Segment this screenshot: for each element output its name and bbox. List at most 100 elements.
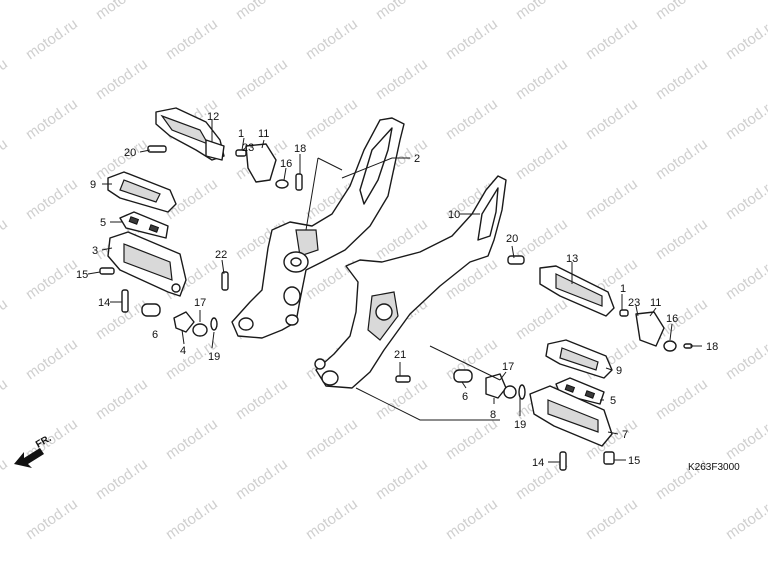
- watermark-text: motod.ru: [303, 495, 361, 543]
- watermark-text: motod.ru: [513, 0, 571, 23]
- callout-16: 16: [280, 158, 292, 170]
- callout-13: 13: [566, 253, 578, 265]
- watermark-text: motod.ru: [723, 495, 768, 543]
- callout-1: 1: [238, 128, 244, 140]
- callout-8: 8: [490, 409, 496, 421]
- watermark-text: motod.ru: [0, 135, 11, 183]
- callout-11: 11: [258, 128, 269, 140]
- watermark-text: motod.ru: [583, 95, 641, 143]
- right-hardware: [395, 369, 615, 471]
- callout-2: 2: [414, 153, 420, 165]
- left-hardware: [99, 143, 303, 337]
- callout-12: 12: [207, 111, 219, 123]
- watermark-text: motod.ru: [0, 455, 11, 503]
- watermark-text: motod.ru: [0, 375, 11, 423]
- watermark-text: motod.ru: [723, 15, 768, 63]
- callout-23: 23: [628, 297, 640, 309]
- watermark-text: motod.ru: [653, 375, 711, 423]
- watermark-text: motod.ru: [583, 15, 641, 63]
- callout-4: 4: [180, 345, 186, 357]
- callout-14: 14: [532, 457, 544, 469]
- callout-1: 1: [620, 283, 626, 295]
- callout-18: 18: [706, 341, 718, 353]
- watermark-text: motod.ru: [0, 215, 11, 263]
- callout-5: 5: [100, 217, 106, 229]
- arrow-icon: [14, 448, 44, 468]
- callout-10: 10: [448, 209, 460, 221]
- watermark-text: motod.ru: [513, 135, 571, 183]
- watermark-text: motod.ru: [0, 295, 11, 343]
- watermark-text: motod.ru: [723, 335, 768, 383]
- callout-16: 16: [666, 313, 678, 325]
- callout-22: 22: [215, 249, 227, 261]
- watermark-text: motod.ru: [93, 455, 151, 503]
- left-footpeg-12: [155, 107, 225, 161]
- watermark-text: motod.ru: [93, 375, 151, 423]
- callout-23: 23: [242, 142, 254, 154]
- watermark-text: motod.ru: [653, 215, 711, 263]
- watermark-text: motod.ru: [23, 335, 81, 383]
- callout-9: 9: [90, 179, 96, 191]
- callout-6: 6: [462, 391, 468, 403]
- front-direction-arrow: [14, 448, 44, 468]
- callout-11: 11: [650, 297, 661, 309]
- callout-15: 15: [628, 455, 640, 467]
- watermark-text: motod.ru: [233, 455, 291, 503]
- right-step-7: [529, 385, 613, 447]
- watermark-text: motod.ru: [513, 55, 571, 103]
- watermark-text: motod.ru: [23, 495, 81, 543]
- left-rubber-9: [107, 171, 177, 213]
- watermark-text: motod.ru: [653, 0, 711, 23]
- callout-7: 7: [622, 429, 628, 441]
- watermark-text: motod.ru: [233, 0, 291, 23]
- watermark-text: motod.ru: [443, 95, 501, 143]
- callout-9: 9: [616, 365, 622, 377]
- right-footpeg-13: [507, 255, 693, 352]
- watermark-text: motod.ru: [93, 0, 151, 23]
- watermark-text: motod.ru: [0, 55, 11, 103]
- callout-17: 17: [194, 297, 206, 309]
- callout-20: 20: [124, 147, 136, 159]
- watermark-text: motod.ru: [23, 255, 81, 303]
- callout-19: 19: [514, 419, 526, 431]
- watermark-text: motod.ru: [233, 375, 291, 423]
- left-plate-5: [119, 211, 169, 239]
- watermark-text: motod.ru: [233, 55, 291, 103]
- callout-19: 19: [208, 351, 220, 363]
- callout-5: 5: [610, 395, 616, 407]
- watermark-text: motod.ru: [303, 415, 361, 463]
- left-step-3: [107, 231, 187, 297]
- watermark-text: motod.ru: [723, 255, 768, 303]
- callout-3: 3: [92, 245, 98, 257]
- watermark-text: motod.ru: [723, 95, 768, 143]
- watermark-text: motod.ru: [23, 15, 81, 63]
- watermark-text: motod.ru: [723, 415, 768, 463]
- watermark-text: motod.ru: [373, 0, 431, 23]
- callout-15: 15: [76, 269, 88, 281]
- watermark-text: motod.ru: [443, 415, 501, 463]
- diagram-code: K263F3000: [688, 462, 740, 473]
- watermark-text: motod.ru: [653, 55, 711, 103]
- watermark-text: motod.ru: [583, 495, 641, 543]
- watermark-text: motod.ru: [583, 175, 641, 223]
- main-step-bracket: [231, 117, 405, 339]
- watermark-text: motod.ru: [23, 175, 81, 223]
- watermark-text: motod.ru: [373, 455, 431, 503]
- right-step-bracket: [314, 175, 507, 389]
- watermark-text: motod.ru: [373, 55, 431, 103]
- watermark-text: motod.ru: [443, 15, 501, 63]
- watermark-text: motod.ru: [0, 0, 11, 23]
- watermark-text: motod.ru: [303, 15, 361, 63]
- callout-6: 6: [152, 329, 158, 341]
- callout-20: 20: [506, 233, 518, 245]
- callout-18: 18: [294, 143, 306, 155]
- callout-21: 21: [394, 349, 406, 361]
- watermark-text: motod.ru: [163, 15, 221, 63]
- watermark-text: motod.ru: [163, 415, 221, 463]
- callout-17: 17: [502, 361, 514, 373]
- watermark-text: motod.ru: [513, 295, 571, 343]
- watermark-text: motod.ru: [23, 95, 81, 143]
- leader-lines: [87, 120, 702, 463]
